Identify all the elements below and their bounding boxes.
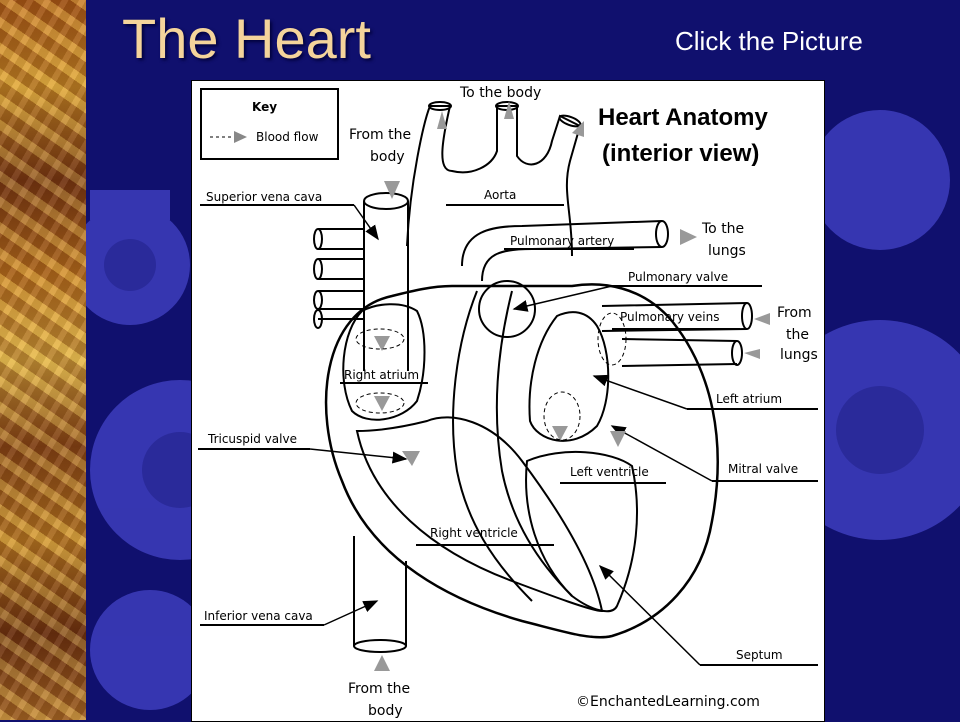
label-left-ventricle: Left ventricle bbox=[570, 465, 649, 479]
label-from-the-body-bottom-1: From the bbox=[348, 681, 410, 697]
key-box bbox=[200, 88, 339, 160]
label-inferior-vena-cava: Inferior vena cava bbox=[204, 609, 313, 623]
septum-shape bbox=[452, 290, 573, 602]
slide-title: The Heart bbox=[122, 7, 371, 70]
label-to-the-lungs-2: lungs bbox=[708, 243, 746, 259]
label-to-the-body: To the body bbox=[459, 85, 541, 101]
label-underlines bbox=[198, 204, 818, 666]
label-from-the-lungs-2: the bbox=[786, 327, 809, 343]
label-pulmonary-artery: Pulmonary artery bbox=[510, 234, 614, 248]
label-mitral-valve: Mitral valve bbox=[728, 462, 798, 476]
blood-flow-arrows bbox=[374, 101, 770, 671]
key-title: Key bbox=[252, 100, 277, 114]
click-hint: Click the Picture bbox=[675, 26, 863, 56]
label-from-the-body-top-2: body bbox=[370, 149, 405, 165]
aorta-outline bbox=[406, 101, 582, 257]
right-atrium-shape bbox=[342, 303, 426, 421]
decorative-texture-strip bbox=[0, 0, 86, 720]
superior-vena-cava-shape bbox=[313, 192, 409, 371]
label-aorta: Aorta bbox=[484, 188, 516, 202]
label-from-the-body-bottom-2: body bbox=[368, 703, 403, 719]
label-septum: Septum bbox=[736, 648, 783, 662]
heart-diagram: Key Blood flow Heart Anatomy (interior v… bbox=[198, 85, 818, 719]
label-from-the-lungs-1: From bbox=[777, 305, 812, 321]
label-from-the-body-top-1: From the bbox=[349, 127, 411, 143]
label-to-the-lungs-1: To the bbox=[701, 221, 744, 237]
left-ventricle-shape bbox=[525, 451, 638, 613]
key-item: Blood flow bbox=[256, 130, 319, 144]
label-tricuspid-valve: Tricuspid valve bbox=[207, 432, 297, 446]
left-atrium-shape bbox=[528, 311, 610, 442]
inferior-vena-cava-shape bbox=[353, 536, 407, 653]
valve-dashed-circles bbox=[355, 312, 627, 441]
diagram-heading-line2: (interior view) bbox=[602, 140, 759, 167]
heart-outer-wall bbox=[324, 283, 719, 639]
pointer-arrows bbox=[309, 204, 713, 666]
heart-anatomy-picture[interactable]: Key Blood flow Heart Anatomy (interior v… bbox=[191, 80, 825, 722]
label-from-the-lungs-3: lungs bbox=[780, 347, 818, 363]
right-ventricle-shape bbox=[355, 416, 604, 613]
label-right-ventricle: Right ventricle bbox=[430, 526, 518, 540]
credit-text: ©EnchantedLearning.com bbox=[576, 694, 760, 710]
label-left-atrium: Left atrium bbox=[716, 392, 782, 406]
label-right-atrium: Right atrium bbox=[344, 368, 419, 382]
label-pulmonary-valve: Pulmonary valve bbox=[628, 270, 728, 284]
blood-flow-arrow-icon bbox=[234, 131, 247, 143]
label-superior-vena-cava: Superior vena cava bbox=[206, 190, 322, 204]
diagram-heading-line1: Heart Anatomy bbox=[598, 104, 768, 131]
pulmonary-valve-shape bbox=[478, 280, 536, 338]
label-pulmonary-veins: Pulmonary veins bbox=[620, 310, 719, 324]
